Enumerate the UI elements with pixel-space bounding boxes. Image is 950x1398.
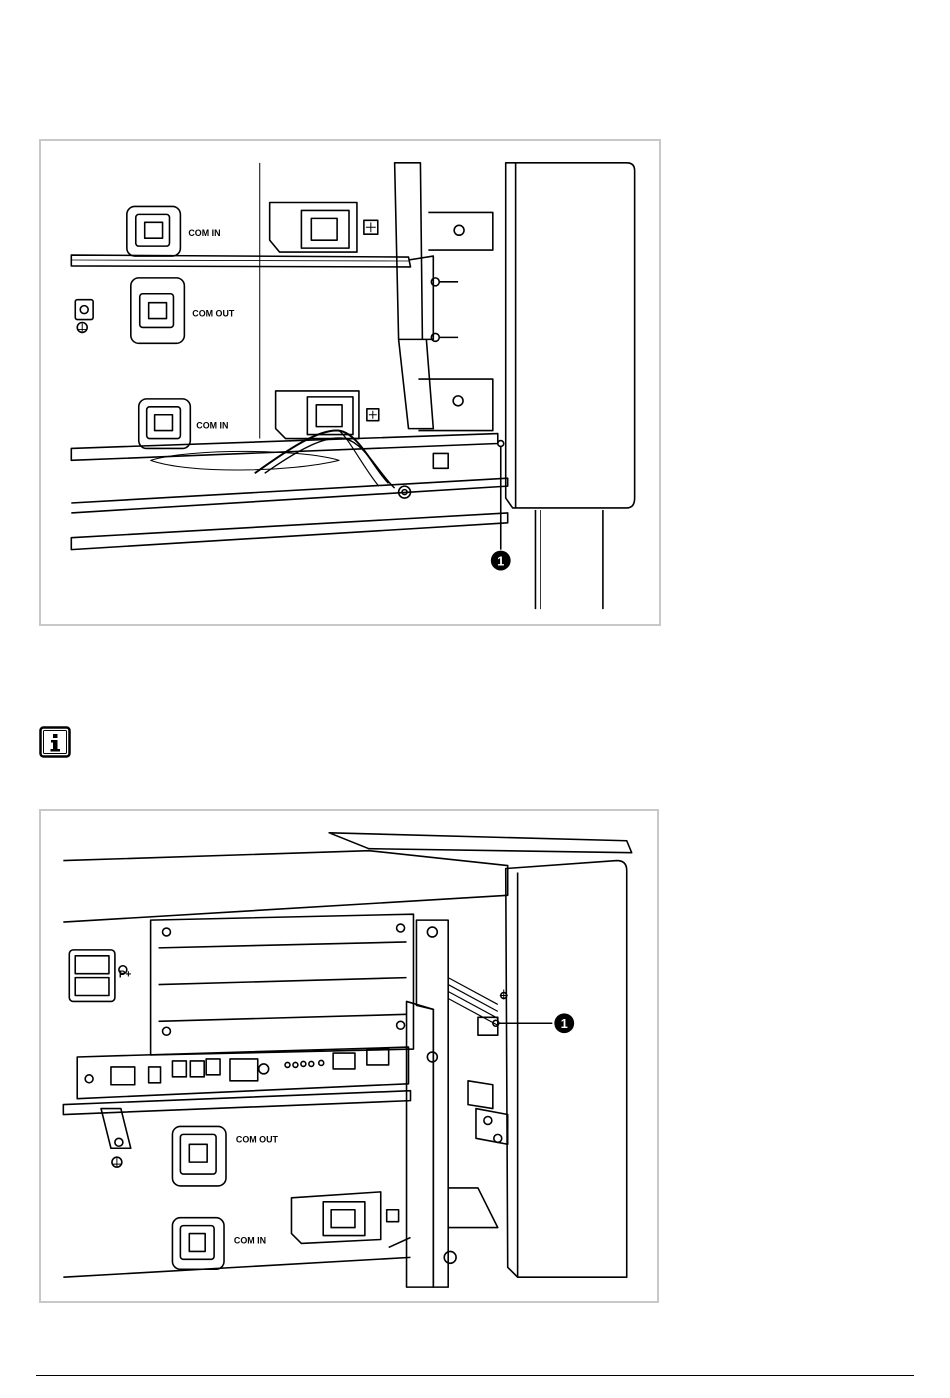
label-p-plus: P+ [119,970,132,981]
label-com-out: COM OUT [192,309,235,319]
info-icon [39,726,71,758]
label-com-in-bottom: COM IN [196,421,228,431]
figure-2-battery-rack-front: 1 P+ COM OUT COM IN [39,809,659,1303]
label-com-in: COM IN [234,1235,266,1245]
callout-1-number: 1 [561,1016,568,1031]
label-com-in-top: COM IN [188,228,220,238]
figure-2-illustration: 1 P+ COM OUT COM IN [41,811,657,1301]
callout-1-number: 1 [497,553,504,568]
figure-1-illustration: 1 COM IN COM OUT COM IN [41,141,659,624]
figure-1-battery-rack-closeup: 1 COM IN COM OUT COM IN [39,139,661,626]
footer-rule [36,1375,914,1376]
label-com-out: COM OUT [236,1134,279,1144]
